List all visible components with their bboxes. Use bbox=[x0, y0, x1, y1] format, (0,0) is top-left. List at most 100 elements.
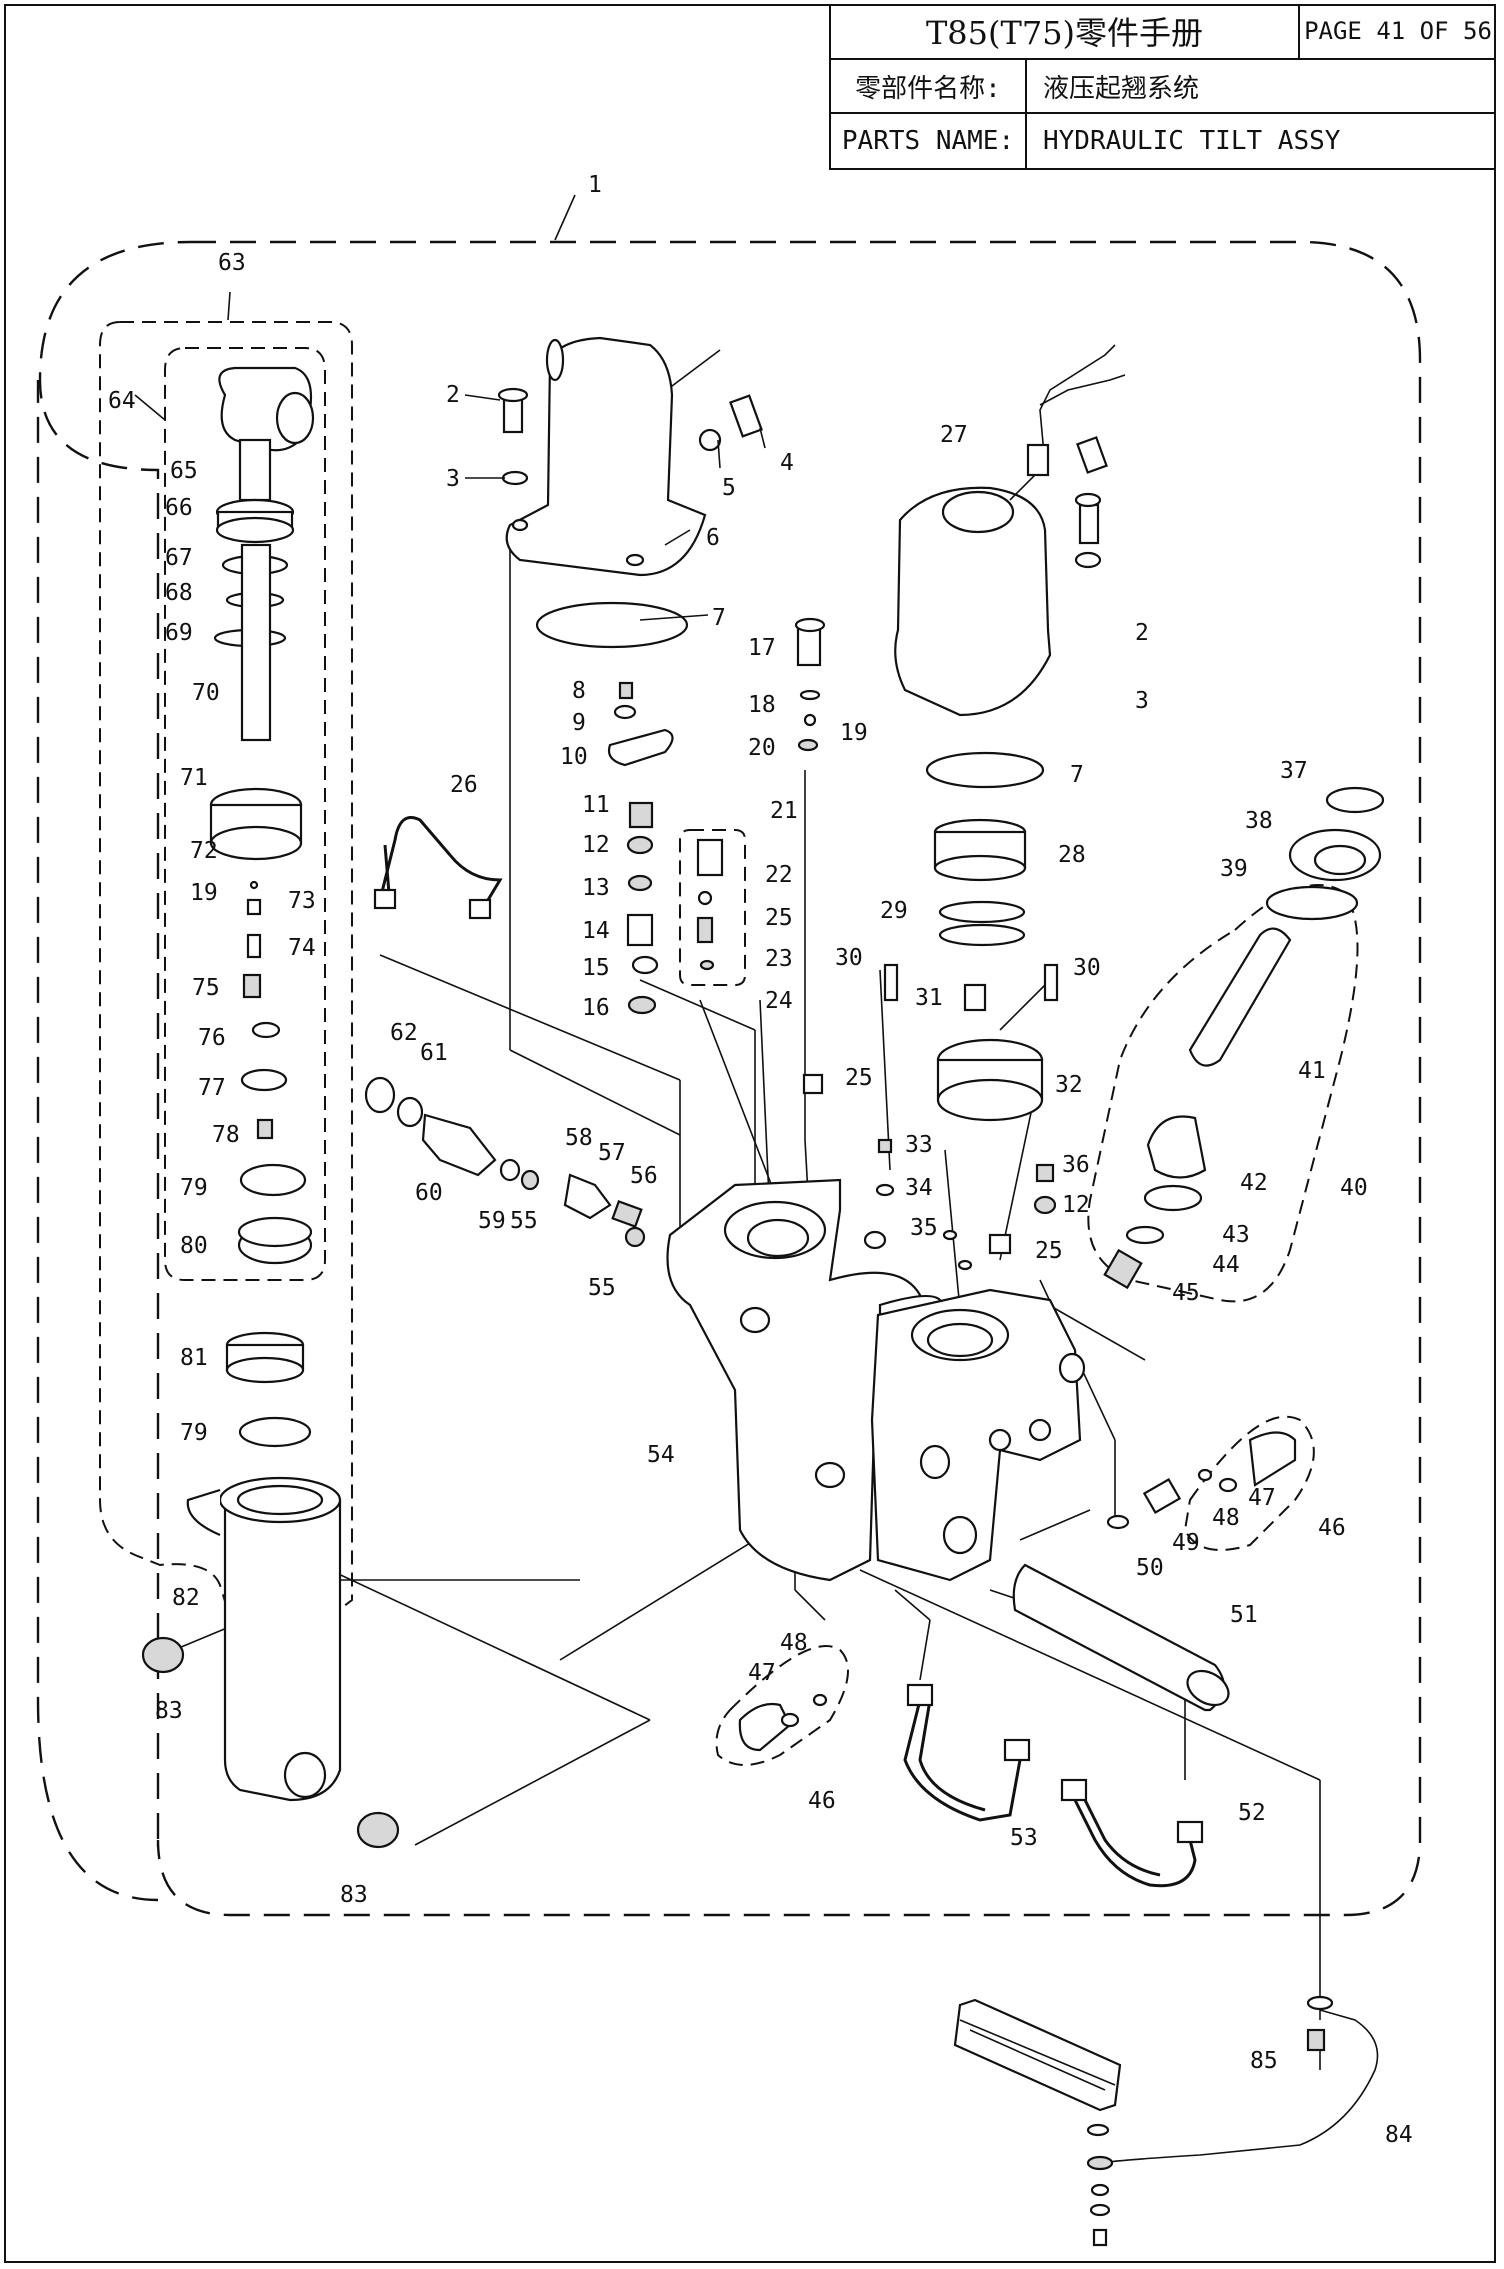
callout-67: 67 bbox=[165, 545, 193, 571]
cylinder-assembly-boundary bbox=[99, 321, 353, 1652]
callout-73: 73 bbox=[288, 888, 316, 914]
assembly-boundary bbox=[38, 240, 1422, 1917]
manual-release-valve bbox=[364, 1076, 646, 1248]
piston-rod bbox=[209, 366, 315, 1265]
callout-2: 2 bbox=[446, 382, 460, 408]
callout-leaders bbox=[134, 194, 766, 621]
callout-3b: 3 bbox=[1135, 688, 1149, 714]
callout-72: 72 bbox=[190, 838, 218, 864]
callout-77: 77 bbox=[198, 1075, 226, 1101]
callout-34: 34 bbox=[905, 1175, 933, 1201]
callout-15: 15 bbox=[582, 955, 610, 981]
callout-49: 49 bbox=[1172, 1530, 1200, 1556]
callout-13: 13 bbox=[582, 875, 610, 901]
valve-group-21-boundary bbox=[679, 829, 746, 986]
valve-group-46-right-boundary bbox=[1183, 1415, 1315, 1551]
pipes bbox=[373, 816, 1204, 1888]
callout-81: 81 bbox=[180, 1345, 208, 1371]
callout-58: 58 bbox=[565, 1125, 593, 1151]
callout-12b: 12 bbox=[1062, 1192, 1090, 1218]
callout-22: 22 bbox=[765, 862, 793, 888]
callout-14: 14 bbox=[582, 918, 610, 944]
callout-69: 69 bbox=[165, 620, 193, 646]
pump-motor bbox=[883, 344, 1126, 1122]
callout-17: 17 bbox=[748, 635, 776, 661]
page-indicator: PAGE 41 OF 56 bbox=[1300, 4, 1496, 60]
callout-19c: 19 bbox=[190, 880, 218, 906]
callout-46: 46 bbox=[1318, 1515, 1346, 1541]
parts-name-en-value: HYDRAULIC TILT ASSY bbox=[1043, 126, 1341, 156]
callout-44: 44 bbox=[1212, 1252, 1240, 1278]
callout-83b: 83 bbox=[340, 1882, 368, 1908]
callout-55: 55 bbox=[510, 1208, 538, 1234]
callout-79: 79 bbox=[180, 1175, 208, 1201]
callout-75: 75 bbox=[192, 975, 220, 1001]
callout-7: 7 bbox=[712, 605, 726, 631]
callout-79b: 79 bbox=[180, 1420, 208, 1446]
callout-47: 47 bbox=[1248, 1485, 1276, 1511]
callout-51: 51 bbox=[1230, 1602, 1258, 1628]
callout-48b: 48 bbox=[780, 1630, 808, 1656]
valve-group-40-parts bbox=[1103, 786, 1385, 1290]
ground-strap bbox=[953, 1995, 1379, 2247]
callout-62: 62 bbox=[390, 1020, 418, 1046]
parts-name-cn-label: 零部件名称: bbox=[831, 60, 1027, 114]
callout-39: 39 bbox=[1220, 856, 1248, 882]
callout-19b: 25 bbox=[765, 905, 793, 931]
callout-46b: 46 bbox=[808, 1788, 836, 1814]
callout-65: 65 bbox=[170, 458, 198, 484]
callout-41: 41 bbox=[1298, 1058, 1326, 1084]
callout-35: 35 bbox=[910, 1215, 938, 1241]
callout-40: 40 bbox=[1340, 1175, 1368, 1201]
callout-85: 85 bbox=[1250, 2048, 1278, 2074]
callout-4: 4 bbox=[780, 450, 794, 476]
callout-9: 9 bbox=[572, 710, 586, 736]
callout-27: 27 bbox=[940, 422, 968, 448]
callout-1: 1 bbox=[588, 172, 602, 198]
callout-80: 80 bbox=[180, 1233, 208, 1259]
callout-25: 25 bbox=[845, 1065, 873, 1091]
callout-16: 16 bbox=[582, 995, 610, 1021]
piston-rod-group-boundary bbox=[164, 347, 326, 1281]
callout-45: 45 bbox=[1172, 1280, 1200, 1306]
title-block: T85(T75)零件手册 PAGE 41 OF 56 零部件名称: 液压起翘系统… bbox=[829, 4, 1496, 170]
check-valve-left bbox=[738, 1693, 828, 1752]
pump-body bbox=[870, 1288, 1086, 1582]
callout-59: 59 bbox=[478, 1208, 506, 1234]
callout-8: 8 bbox=[572, 678, 586, 704]
callout-83: 83 bbox=[155, 1698, 183, 1724]
callout-31: 31 bbox=[915, 985, 943, 1011]
callout-71: 71 bbox=[180, 765, 208, 791]
drawing-frame bbox=[4, 4, 1496, 2263]
callout-30: 30 bbox=[835, 945, 863, 971]
motor-cover bbox=[497, 336, 763, 649]
valve-group-46-left-boundary bbox=[715, 1645, 849, 1766]
callout-11: 11 bbox=[582, 792, 610, 818]
callout-68: 68 bbox=[165, 580, 193, 606]
parts-name-cn-value: 液压起翘系统 bbox=[1027, 60, 1496, 114]
parts-name-en-label: PARTS NAME: bbox=[831, 114, 1027, 168]
callout-70: 70 bbox=[192, 680, 220, 706]
callout-32: 32 bbox=[1055, 1072, 1083, 1098]
manual-title: T85(T75)零件手册 bbox=[831, 4, 1300, 60]
callout-25b: 25 bbox=[1035, 1238, 1063, 1264]
callout-78: 78 bbox=[212, 1122, 240, 1148]
callout-57: 57 bbox=[598, 1140, 626, 1166]
callout-24: 24 bbox=[765, 988, 793, 1014]
reservoir-tube bbox=[1012, 1563, 1230, 1712]
callout-10: 10 bbox=[560, 744, 588, 770]
callout-2b: 2 bbox=[1135, 620, 1149, 646]
callout-60: 60 bbox=[415, 1180, 443, 1206]
callout-84: 84 bbox=[1385, 2122, 1413, 2148]
tilt-cylinder bbox=[186, 1331, 342, 1802]
callout-47b: 47 bbox=[748, 1660, 776, 1686]
callout-5: 5 bbox=[722, 475, 736, 501]
callout-63: 63 bbox=[218, 250, 246, 276]
callout-12: 12 bbox=[582, 832, 610, 858]
callout-18: 18 bbox=[748, 692, 776, 718]
callout-20: 20 bbox=[748, 735, 776, 761]
callout-37: 37 bbox=[1280, 758, 1308, 784]
callout-52: 52 bbox=[1238, 1800, 1266, 1826]
callout-30b: 30 bbox=[1073, 955, 1101, 981]
callout-74: 74 bbox=[288, 935, 316, 961]
